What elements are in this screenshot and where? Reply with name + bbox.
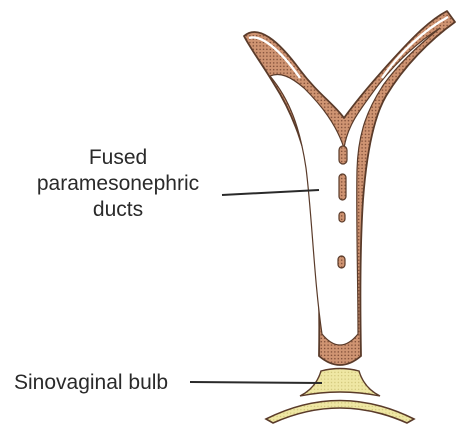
urogenital-sinus-tissue <box>266 401 414 424</box>
sinovaginal-bulb-label: Sinovaginal bulb <box>14 370 168 396</box>
fused-paramesonephric-ducts-label: Fused paramesonephric ducts <box>0 145 236 223</box>
septum-remnant-2 <box>339 174 346 200</box>
fused-ducts-leader-line <box>222 190 319 195</box>
septum-remnant-4 <box>338 256 345 268</box>
label-line-2: paramesonephric <box>0 171 236 197</box>
septum-remnant-3 <box>339 212 345 222</box>
sinovaginal-bulb-leader-line <box>190 382 322 383</box>
label-line-3: ducts <box>0 197 236 223</box>
label-line-1: Fused <box>0 145 236 171</box>
septum-remnant-1 <box>339 146 347 164</box>
